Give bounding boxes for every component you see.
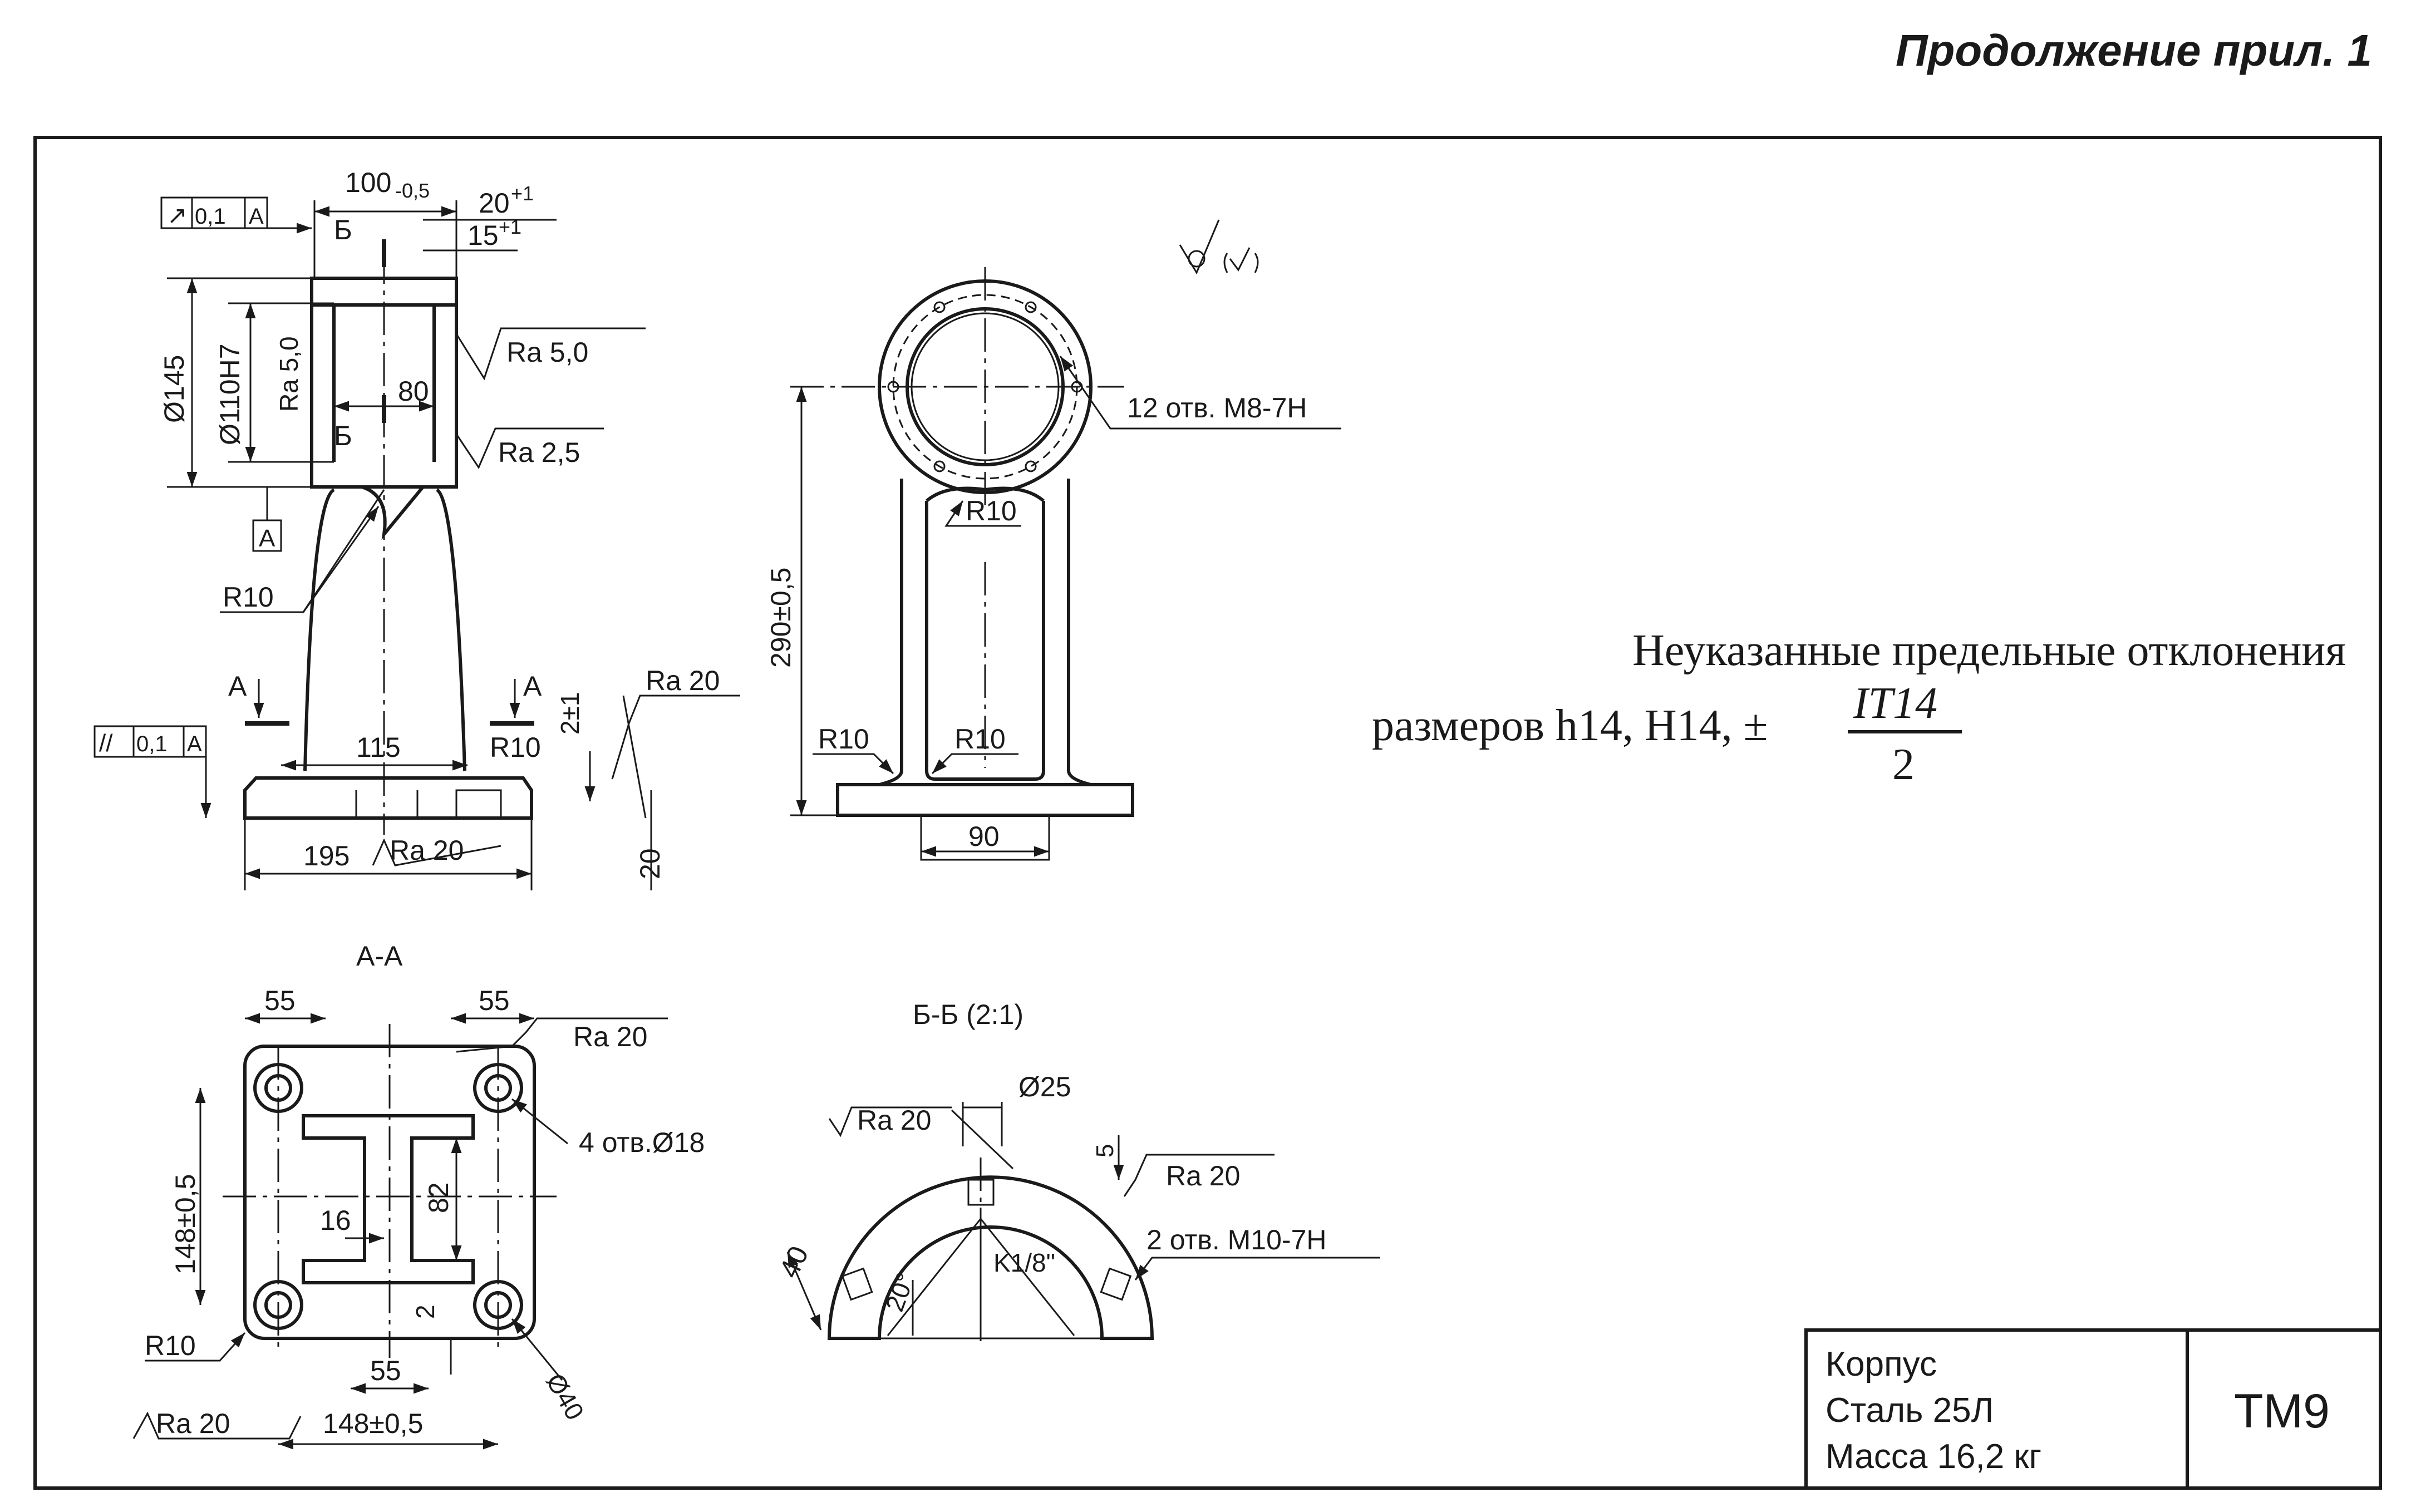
datum-a: А (259, 525, 275, 552)
r10-side-top: R10 (966, 495, 1017, 526)
dim-55-left: 55 (264, 985, 296, 1016)
dim-20-vert: 20 (634, 848, 666, 879)
column-outline (303, 488, 466, 771)
ra-20-bb-right: Ra 20 (1166, 1160, 1240, 1191)
section-aa: А-А (223, 940, 557, 1358)
part-name: Корпус (1825, 1345, 1937, 1383)
dim-2: 2±1 (555, 692, 584, 735)
dim-20: 20 (479, 188, 510, 219)
note-fraction-num: IT14 (1853, 679, 1937, 728)
side-dimensions: 290±0,5 12 отв. М8-7Н R10 R10 R10 90 (765, 356, 1341, 857)
parallel-symbol: // (99, 730, 113, 757)
dim-100: 100 (345, 167, 391, 198)
k-thread: K1/8" (993, 1248, 1055, 1277)
note-block: Неуказанные предельные отклонения размер… (1372, 626, 2346, 789)
runout-value: 0,1 (195, 204, 226, 229)
roughness-general (1179, 219, 1259, 275)
ra-25: Ra 2,5 (498, 437, 580, 468)
dim-55-bottom: 55 (370, 1355, 401, 1386)
dim-195: 195 (303, 840, 350, 871)
drawing-code: ТМ9 (2234, 1385, 2330, 1438)
section-b-top: Б (334, 214, 352, 245)
dim-16: 16 (320, 1205, 351, 1236)
dim-15-tol: +1 (499, 215, 521, 238)
dim-40-diameter: Ø40 (540, 1368, 590, 1425)
ra-5: Ra 5,0 (506, 337, 588, 368)
note-line1: Неуказанные предельные отклонения (1632, 626, 2346, 675)
r10-aa: R10 (145, 1330, 196, 1361)
r10-side-left: R10 (818, 723, 869, 755)
dim-5: 5 (1091, 1144, 1119, 1158)
section-b-bottom: Б (334, 420, 352, 451)
bb-dimensions: Ra 20 Ø25 5 Ra 20 2 отв. М10-7Н 40 20° K… (773, 1071, 1380, 1341)
parallel-frame (94, 725, 207, 758)
datum-a-box (252, 519, 282, 552)
part-material: Сталь 25Л (1825, 1391, 1994, 1430)
dim-55-right: 55 (479, 985, 510, 1016)
dim-110: Ø110H7 (214, 343, 245, 445)
dim-100-tol: -0,5 (395, 179, 430, 202)
aa-dimensions: 55 55 Ra 20 4 отв.Ø18 148±0,5 82 16 2 R1… (132, 985, 705, 1450)
dim-20-tol: +1 (511, 182, 534, 205)
ra-20-bb-left: Ra 20 (857, 1105, 931, 1136)
section-a-right: А (523, 671, 542, 702)
holes-4: 4 отв.Ø18 (579, 1127, 705, 1158)
r10-side-right: R10 (954, 723, 1006, 755)
dim-82: 82 (423, 1182, 454, 1213)
side-column (900, 479, 1070, 771)
ra-5-vertical: Ra 5,0 (274, 336, 303, 412)
section-a-left: А (228, 671, 247, 702)
r10-left: R10 (223, 582, 274, 613)
section-bb-title: Б-Б (2:1) (913, 999, 1024, 1030)
r10-base: R10 (490, 732, 541, 763)
dim-25: Ø25 (1018, 1071, 1071, 1102)
section-bb: Б-Б (2:1) (827, 999, 1154, 1340)
dim-80: 80 (398, 376, 429, 407)
dim-115: 115 (356, 732, 401, 763)
dim-148-vert: 148±0,5 (170, 1174, 201, 1274)
dim-15: 15 (468, 220, 499, 251)
page-header: Продолжение прил. 1 (1896, 26, 2372, 75)
section-aa-title: А-А (356, 940, 403, 972)
side-view (790, 267, 1134, 861)
ra-20-base: Ra 20 (646, 665, 720, 696)
dim-20-degree: 20° (880, 1269, 921, 1315)
ra-20-bottom: Ra 20 (390, 835, 464, 866)
ra-20-aa-bottom: Ra 20 (156, 1408, 230, 1439)
dim-90: 90 (968, 821, 1000, 852)
runout-symbol: ↗ (167, 202, 188, 229)
dim-290: 290±0,5 (765, 568, 796, 668)
parallel-datum: А (187, 732, 202, 756)
side-base (836, 783, 1134, 817)
front-dimensions: 100 -0,5 20 +1 15 +1 ↗ 0,1 А Б Б Ø145 Ø1… (94, 167, 740, 890)
part-mass: Масса 16,2 кг (1825, 1437, 2041, 1476)
runout-frame (160, 196, 268, 229)
note-line2: размеров h14, H14, ± (1372, 701, 1768, 750)
dim-145: Ø145 (159, 355, 190, 423)
drawing-frame (33, 136, 2382, 1490)
title-block: Корпус Сталь 25Л Масса 16,2 кг ТМ9 (1804, 1328, 2382, 1490)
base-plate (243, 776, 533, 820)
ra-20-aa: Ra 20 (573, 1021, 647, 1052)
base-hatch (455, 789, 502, 819)
parallel-value: 0,1 (136, 732, 168, 756)
bb-arc (827, 1175, 1154, 1340)
dim-40-bb: 40 (773, 1242, 814, 1283)
holes-12: 12 отв. М8-7Н (1127, 392, 1307, 423)
runout-datum: А (249, 204, 264, 229)
dim-148-horiz: 148±0,5 (323, 1408, 423, 1439)
aa-ibeam (302, 1114, 475, 1284)
dim-2-aa: 2 (411, 1304, 440, 1319)
note-fraction-den: 2 (1892, 740, 1915, 789)
holes-2: 2 отв. М10-7Н (1147, 1224, 1327, 1255)
